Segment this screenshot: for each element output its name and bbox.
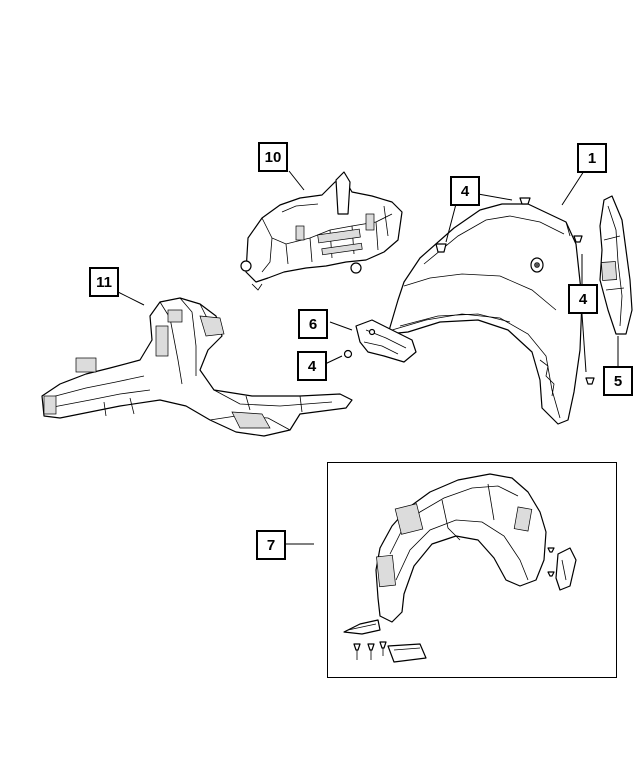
- callout-10-label: 10: [264, 148, 282, 166]
- callout-5-label: 5: [613, 372, 623, 390]
- callout-4-left: 4: [297, 351, 327, 381]
- part-5-fender-bracket: [599, 195, 633, 335]
- fasteners: [343, 197, 595, 385]
- callout-6: 6: [298, 309, 328, 339]
- callout-4-top-label: 4: [460, 182, 470, 200]
- callout-5: 5: [603, 366, 633, 396]
- callout-6-label: 6: [308, 315, 318, 333]
- leader-lines: [113, 170, 619, 545]
- callout-4-right: 4: [568, 284, 598, 314]
- callout-11: 11: [89, 267, 119, 297]
- callout-11-label: 11: [96, 273, 112, 291]
- part-7-wheelhouse-liner: [343, 473, 577, 663]
- callout-4-top: 4: [450, 176, 480, 206]
- callout-4-left-label: 4: [307, 357, 317, 375]
- part-6-bracket: [355, 319, 417, 363]
- callout-1: 1: [577, 143, 607, 173]
- callout-1-label: 1: [587, 149, 597, 167]
- part-10-bracket: [240, 171, 403, 291]
- callout-7: 7: [256, 530, 286, 560]
- wheelhouse-inset-frame: [327, 462, 617, 678]
- callout-7-label: 7: [266, 536, 276, 554]
- part-1-fender: [387, 203, 583, 425]
- callout-10: 10: [258, 142, 288, 172]
- callout-4-right-label: 4: [578, 290, 588, 308]
- part-11-frame-rail: [41, 297, 353, 437]
